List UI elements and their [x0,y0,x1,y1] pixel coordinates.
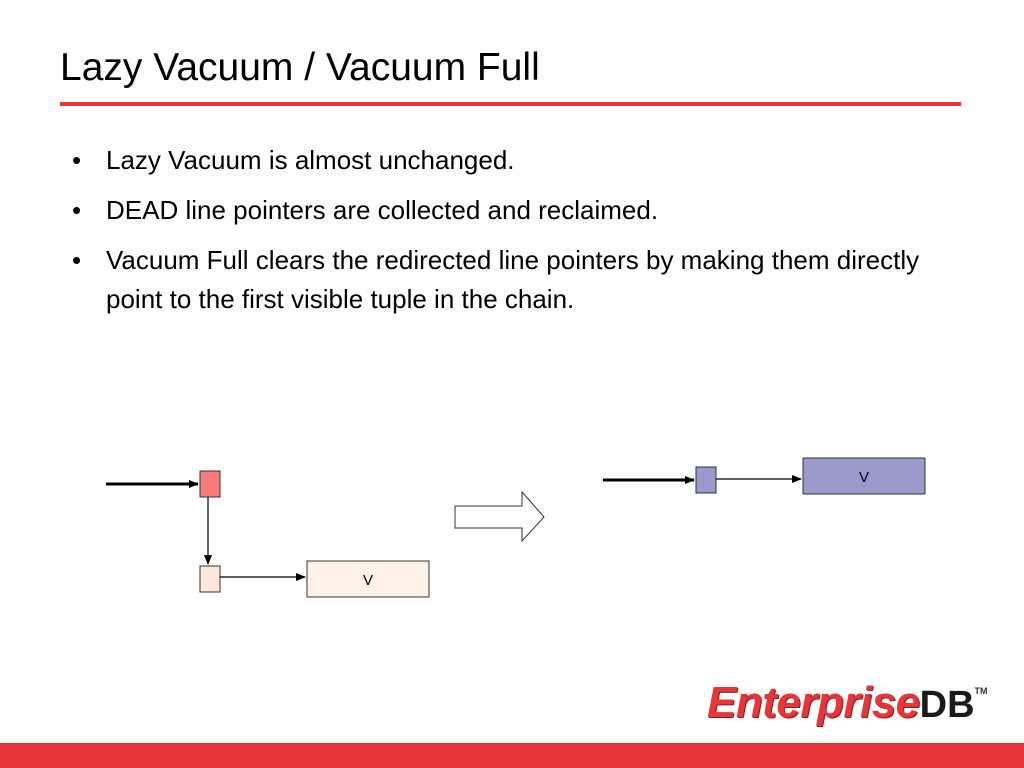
bullet-item: • Vacuum Full clears the redirected line… [72,241,962,319]
footer-bar [0,743,1024,768]
bullet-text: Lazy Vacuum is almost unchanged. [106,145,515,175]
logo-text-db: DB [919,684,975,726]
redirect-line-pointer [199,470,221,498]
bullet-list: • Lazy Vacuum is almost unchanged. • DEA… [72,141,962,330]
bullet-item: • DEAD line pointers are collected and r… [72,191,962,230]
visible-tuple-before [306,560,430,598]
logo-text-enterprise: Enterprise [707,678,920,727]
bullet-marker: • [72,245,82,275]
slide-title: Lazy Vacuum / Vacuum Full [60,46,540,89]
transition-arrow [454,490,545,543]
bullet-text: DEAD line pointers are collected and rec… [106,195,659,225]
bullet-item: • Lazy Vacuum is almost unchanged. [72,141,962,180]
logo-trademark: TM [974,686,988,696]
tuple-label-before: V [363,572,373,589]
title-underline [60,102,961,106]
visible-tuple-after [802,457,926,495]
line-pointer-before [199,565,221,593]
enterprisedb-logo: EnterpriseDBTM [707,678,988,728]
tuple-label-after: V [859,469,869,486]
line-pointer-after [695,466,717,494]
bullet-marker: • [72,145,82,175]
bullet-marker: • [72,195,82,225]
bullet-text: Vacuum Full clears the redirected line p… [106,245,920,314]
